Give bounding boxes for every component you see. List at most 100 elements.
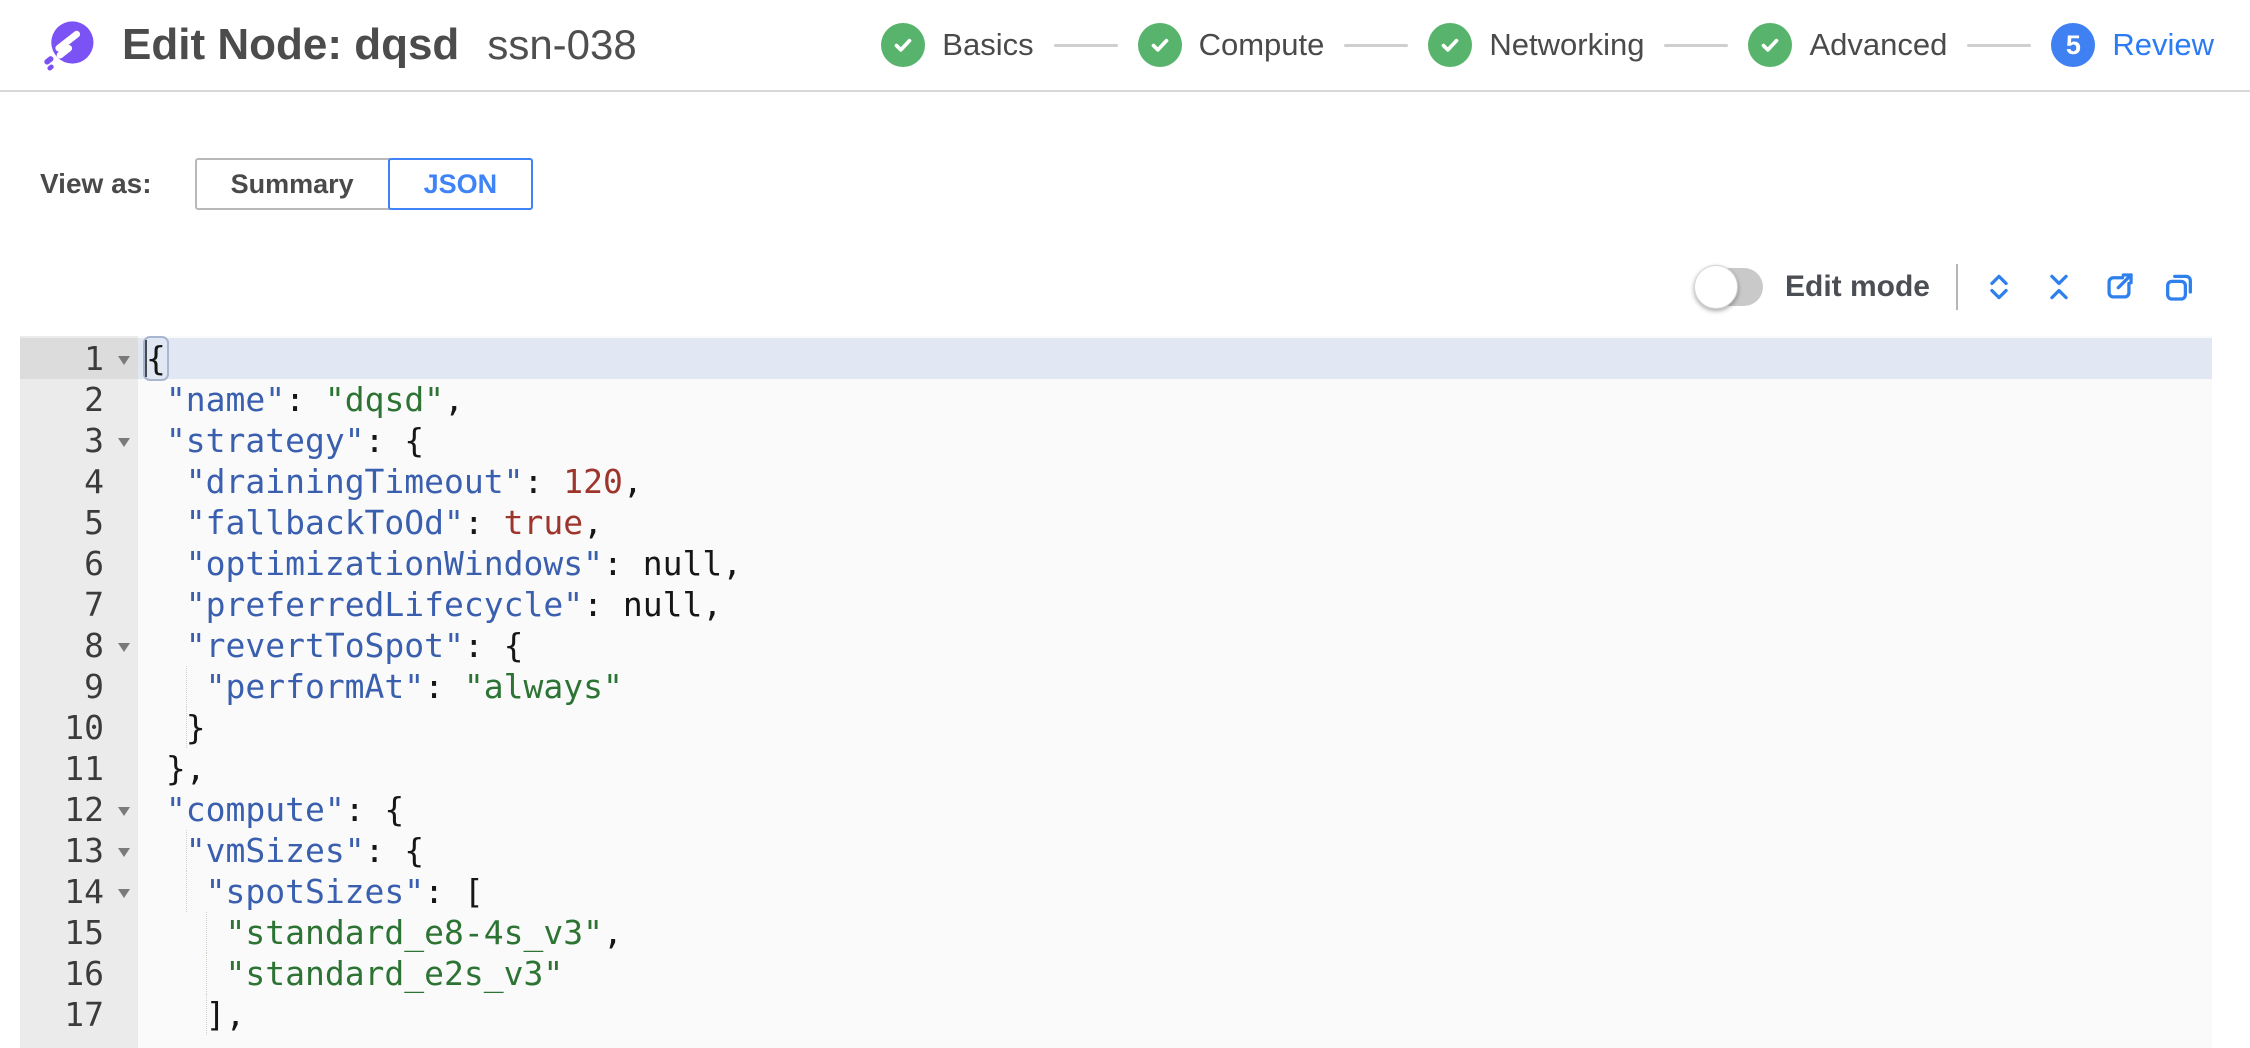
line-number: 17 [64,995,104,1034]
gutter-line: 6 [20,543,138,584]
step-connector [1344,43,1409,47]
check-icon [1428,23,1473,67]
step-connector [1664,43,1729,47]
gutter-line: 3 [20,420,138,461]
line-number: 3 [84,421,104,460]
indent-guide [185,666,187,707]
gutter-line: 4 [20,461,138,502]
fold-toggle-icon[interactable] [118,848,130,857]
indent-guide [185,871,187,912]
code-line[interactable]: "strategy": { [165,421,425,460]
step-compute[interactable]: Compute [1137,23,1325,67]
gutter-line: 16 [20,953,138,994]
code-line[interactable]: { [138,336,2212,381]
code-line[interactable]: "vmSizes": { [185,830,425,871]
code-line[interactable]: "preferredLifecycle": null, [185,585,723,624]
fold-toggle-icon[interactable] [118,356,130,365]
view-as-segmented-control: Summary JSON [194,158,534,210]
spot-logo-icon [44,21,94,71]
step-basics[interactable]: Basics [881,23,1034,67]
code-line[interactable]: "standard_e8-4s_v3", [138,912,2212,953]
line-number: 9 [84,667,104,706]
step-label: Review [2112,27,2214,62]
gutter-line: 1 [20,338,138,379]
node-id: ssn-038 [487,21,637,68]
gutter-line: 11 [20,748,138,789]
code-line[interactable]: "revertToSpot": { [185,626,524,665]
step-connector [1053,43,1118,47]
code-line[interactable]: "spotSizes": [ [138,871,2212,912]
page-title: Edit Node: dqsd [122,20,460,69]
gutter-line: 14 [20,871,138,912]
line-number: 16 [64,954,104,993]
indent-guide [185,707,187,748]
code-line[interactable]: "compute": { [165,790,405,829]
line-number: 8 [84,626,104,665]
fold-toggle-icon[interactable] [118,643,130,652]
indent-guide [185,830,187,871]
indent-guide [205,953,207,994]
fold-toggle-icon[interactable] [118,807,130,816]
code-line[interactable]: "optimizationWindows": null, [185,544,743,583]
step-advanced[interactable]: Advanced [1748,23,1947,67]
expand-all-icon[interactable] [1982,270,2016,304]
code-line[interactable]: "name": "dqsd", [165,380,464,419]
text-cursor [145,340,147,377]
gutter-line: 13 [20,830,138,871]
step-networking[interactable]: Networking [1428,23,1644,67]
fold-toggle-icon[interactable] [118,889,130,898]
indent-guide [205,912,207,953]
step-review[interactable]: 5 Review [2051,23,2214,67]
line-number: 15 [64,913,104,952]
line-number: 12 [64,790,104,829]
editor-toolbar: Edit mode [1693,262,2196,312]
line-number: 4 [84,462,104,501]
line-number: 2 [84,380,104,419]
step-label: Advanced [1809,27,1948,62]
json-tab[interactable]: JSON [387,158,534,210]
code-line[interactable]: "drainingTimeout": 120, [185,462,643,501]
fold-toggle-icon[interactable] [118,438,130,447]
gutter-line: 17 [20,994,138,1035]
code-line[interactable]: "standard_e2s_v3" [138,953,2212,994]
view-as-row: View as: Summary JSON [40,158,534,210]
gutter-line: 2 [20,379,138,420]
gutter-line: 15 [20,912,138,953]
code-line[interactable]: } [146,707,206,748]
gutter-line: 12 [20,789,138,830]
gutter-line: 5 [20,502,138,543]
check-icon [1137,23,1182,67]
line-number: 13 [64,831,104,870]
collapse-all-icon[interactable] [2042,270,2076,304]
gutter-line: 10 [20,707,138,748]
line-number: 11 [64,749,104,788]
copy-icon[interactable] [2162,270,2196,304]
code-line[interactable]: "performAt": "always" [138,666,2212,707]
gutter-line: 8 [20,625,138,666]
stepper: Basics Compute Networking Advanced 5 Review [881,23,2214,67]
summary-tab[interactable]: Summary [194,158,390,210]
gutter-line: 7 [20,584,138,625]
edit-mode-toggle[interactable] [1693,265,1763,309]
step-number-badge: 5 [2051,23,2096,67]
step-connector [1967,43,2032,47]
line-number: 5 [84,503,104,542]
indent-guide [205,994,207,1035]
export-icon[interactable] [2102,270,2136,304]
line-number: 7 [84,585,104,624]
step-label: Compute [1198,27,1325,62]
code-line[interactable]: }, [146,749,206,788]
code-line[interactable]: "fallbackToOd": true, [185,503,604,542]
code-line[interactable]: ], [146,994,246,1035]
check-icon [1748,23,1793,67]
wizard-header: Edit Node: dqsd ssn-038 Basics Compute Net… [0,0,2250,92]
editor-code[interactable]: { "name": "dqsd", "strategy": { "drainin… [138,336,2212,1048]
line-number: 6 [84,544,104,583]
line-number: 10 [64,708,104,747]
line-number: 14 [64,872,104,911]
view-as-label: View as: [40,168,152,199]
check-icon [881,23,926,67]
step-label: Basics [942,27,1034,62]
